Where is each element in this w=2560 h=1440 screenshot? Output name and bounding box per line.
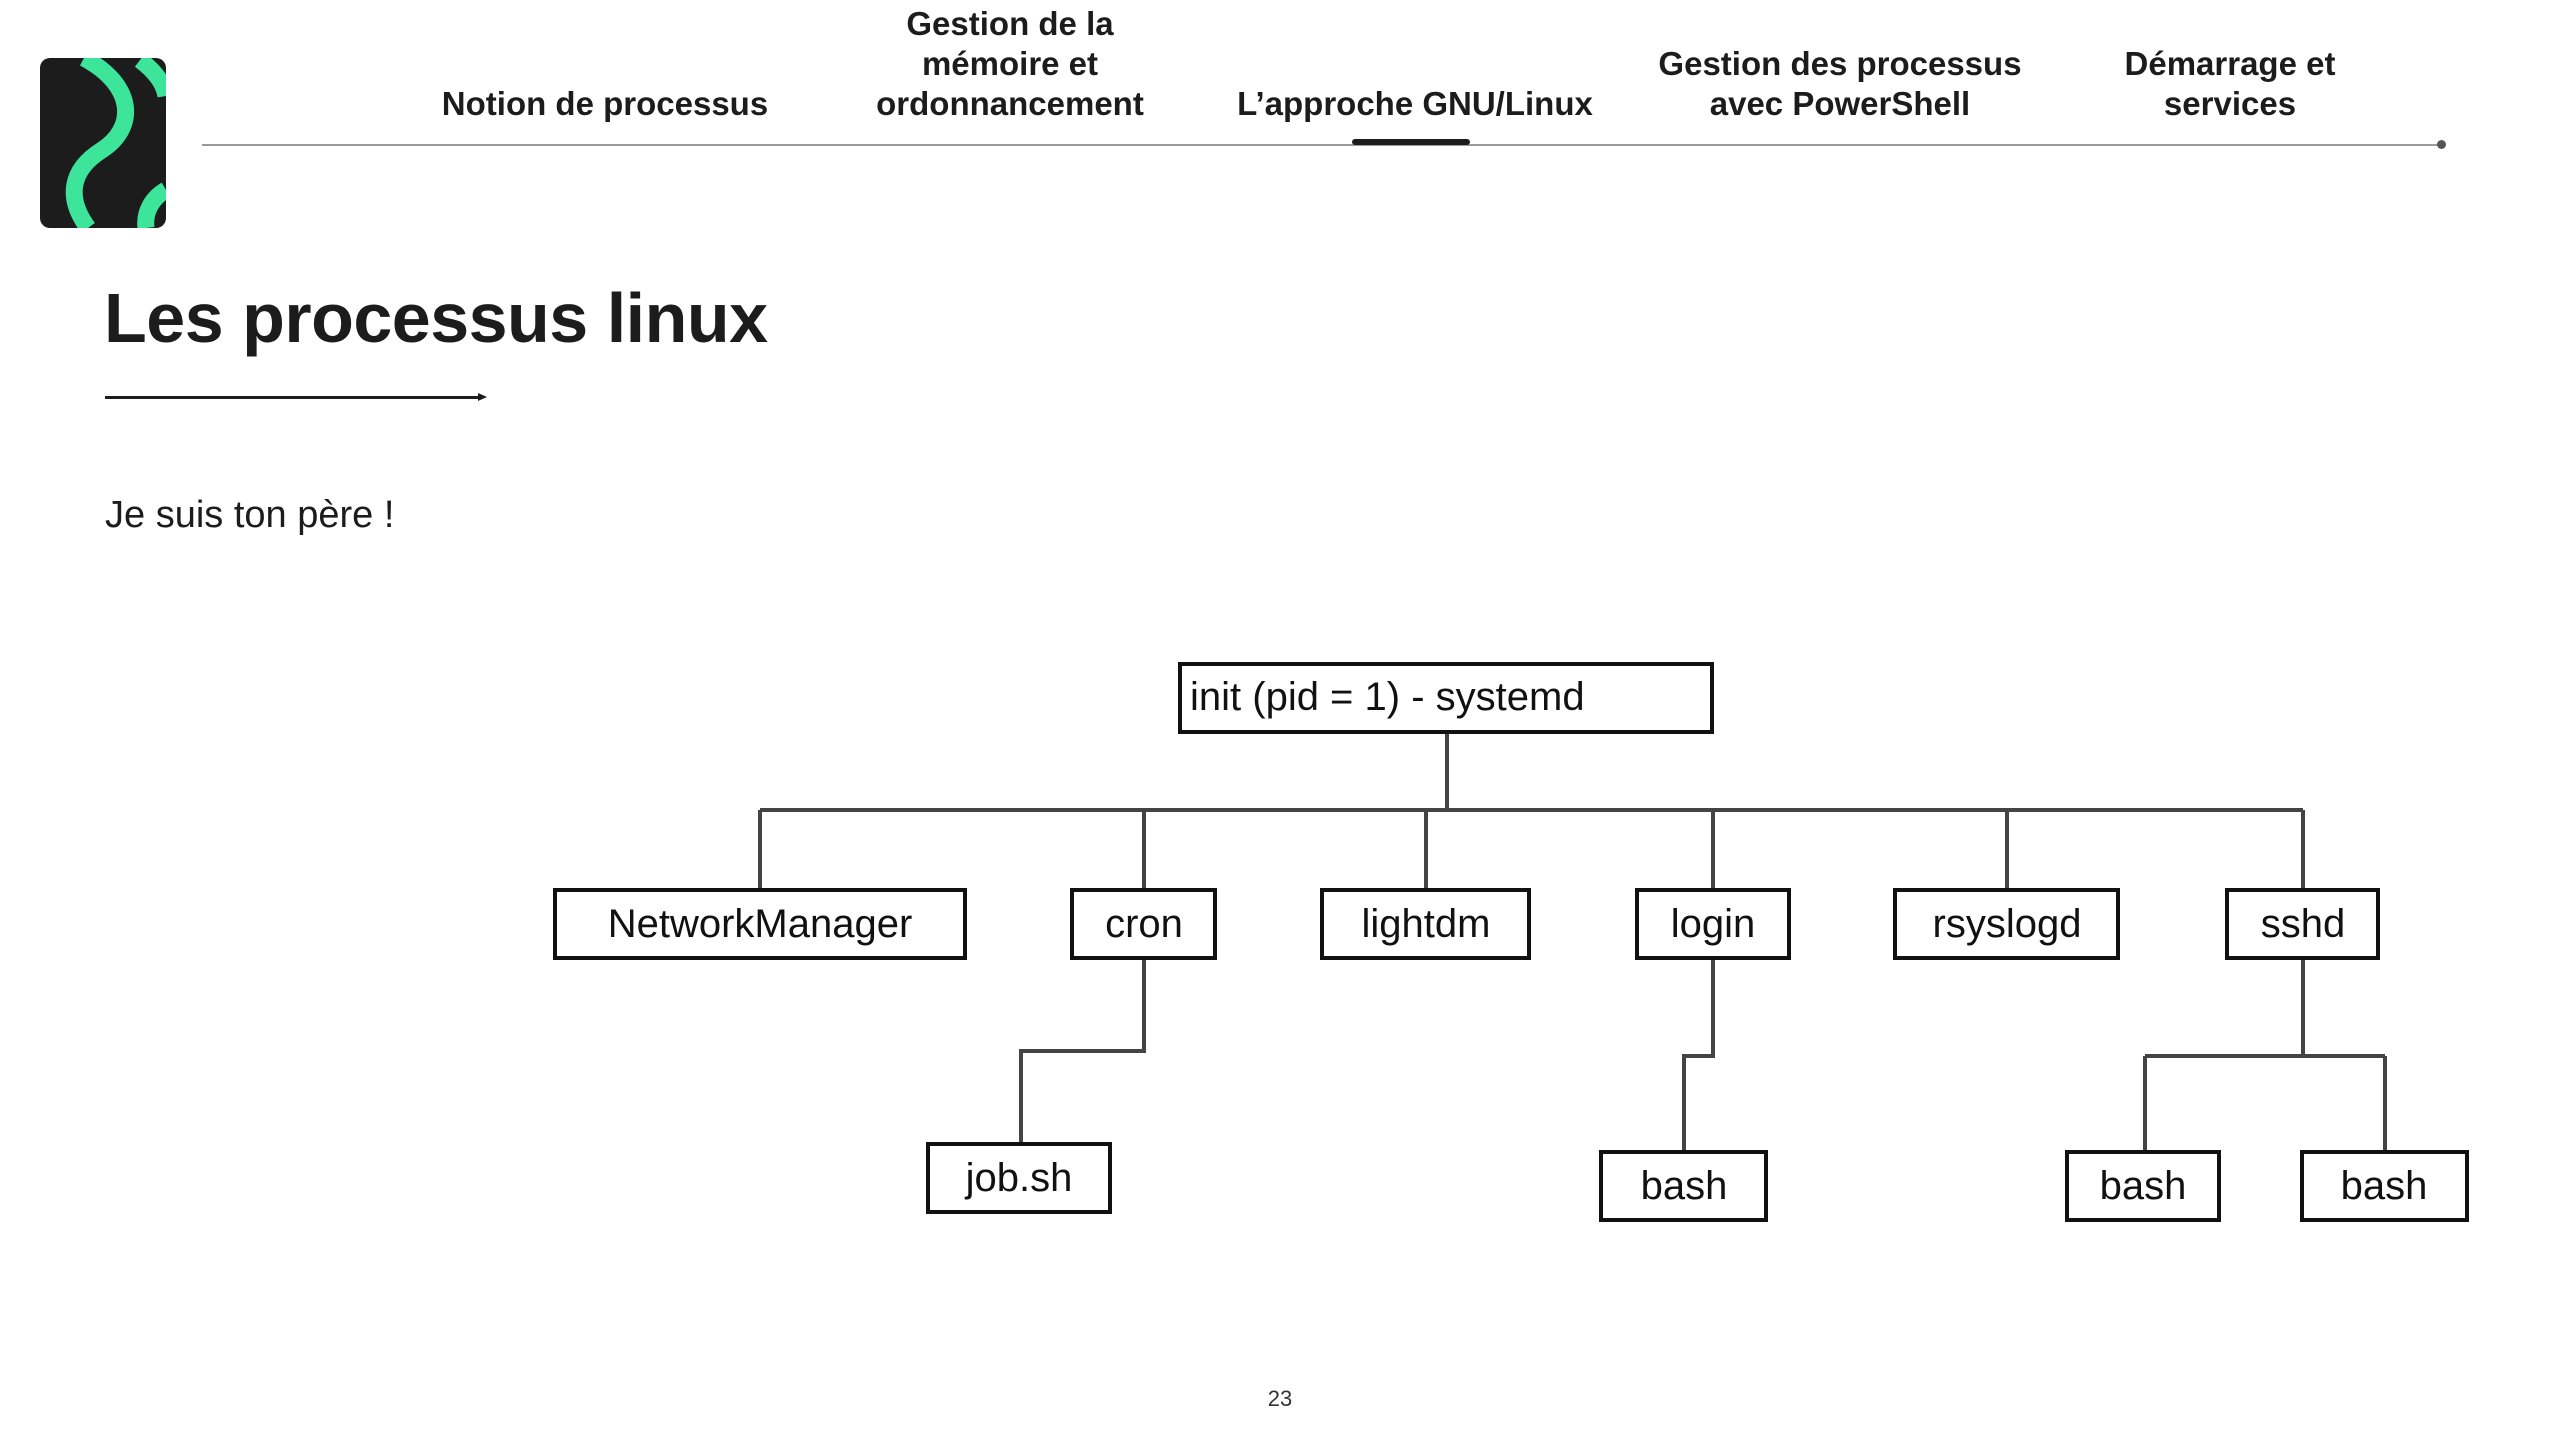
nav-divider — [202, 144, 2442, 146]
nav-item-demarrage-services[interactable]: Démarrage et services — [2124, 45, 2336, 122]
nav-end-dot — [2437, 140, 2446, 149]
edge-login-bash — [1682, 958, 1715, 1152]
node-sshd-bash-2-label: bash — [2341, 1164, 2428, 1208]
node-networkmanager-label: NetworkManager — [608, 902, 913, 946]
slide-subtitle: Je suis ton père ! — [105, 494, 395, 536]
node-lightdm-label: lightdm — [1362, 902, 1491, 946]
node-lightdm: lightdm — [1320, 888, 1531, 960]
node-root-label: init (pid = 1) - systemd — [1190, 675, 1585, 719]
edge-sshd-bash-bar — [2143, 958, 2387, 1152]
node-networkmanager: NetworkManager — [553, 888, 967, 960]
node-sshd: sshd — [2225, 888, 2380, 960]
title-underline — [105, 396, 482, 399]
node-login: login — [1635, 888, 1791, 960]
node-login-bash-label: bash — [1641, 1164, 1728, 1208]
node-sshd-bash-2: bash — [2300, 1150, 2469, 1222]
tree-edges — [758, 732, 2387, 1152]
slide-title: Les processus linux — [104, 279, 768, 357]
nav-item-notion-processus[interactable]: Notion de processus — [441, 85, 769, 122]
node-jobsh: job.sh — [926, 1142, 1112, 1214]
node-cron-label: cron — [1105, 902, 1183, 946]
node-jobsh-label: job.sh — [965, 1156, 1073, 1200]
node-login-bash: bash — [1599, 1150, 1768, 1222]
node-sshd-label: sshd — [2261, 902, 2346, 946]
node-sshd-bash-1: bash — [2065, 1150, 2221, 1222]
node-login-label: login — [1671, 902, 1756, 946]
node-rsyslogd: rsyslogd — [1893, 888, 2120, 960]
edge-cron-jobsh — [1019, 958, 1146, 1144]
node-rsyslogd-label: rsyslogd — [1933, 902, 2082, 946]
nav-item-approche-gnu-linux[interactable]: L’approche GNU/Linux — [1237, 85, 1593, 122]
page-number: 23 — [1267, 1386, 1293, 1411]
nav-item-gestion-memoire[interactable]: Gestion de la mémoire et ordonnancement — [876, 5, 1144, 122]
brand-logo — [40, 58, 166, 228]
title-arrow-head — [478, 393, 487, 401]
nav-item-gestion-powershell[interactable]: Gestion des processus avec PowerShell — [1658, 45, 2022, 122]
node-root-init: init (pid = 1) - systemd — [1178, 662, 1714, 734]
node-cron: cron — [1070, 888, 1217, 960]
nav-active-indicator — [1352, 139, 1470, 145]
node-sshd-bash-1-label: bash — [2100, 1164, 2187, 1208]
